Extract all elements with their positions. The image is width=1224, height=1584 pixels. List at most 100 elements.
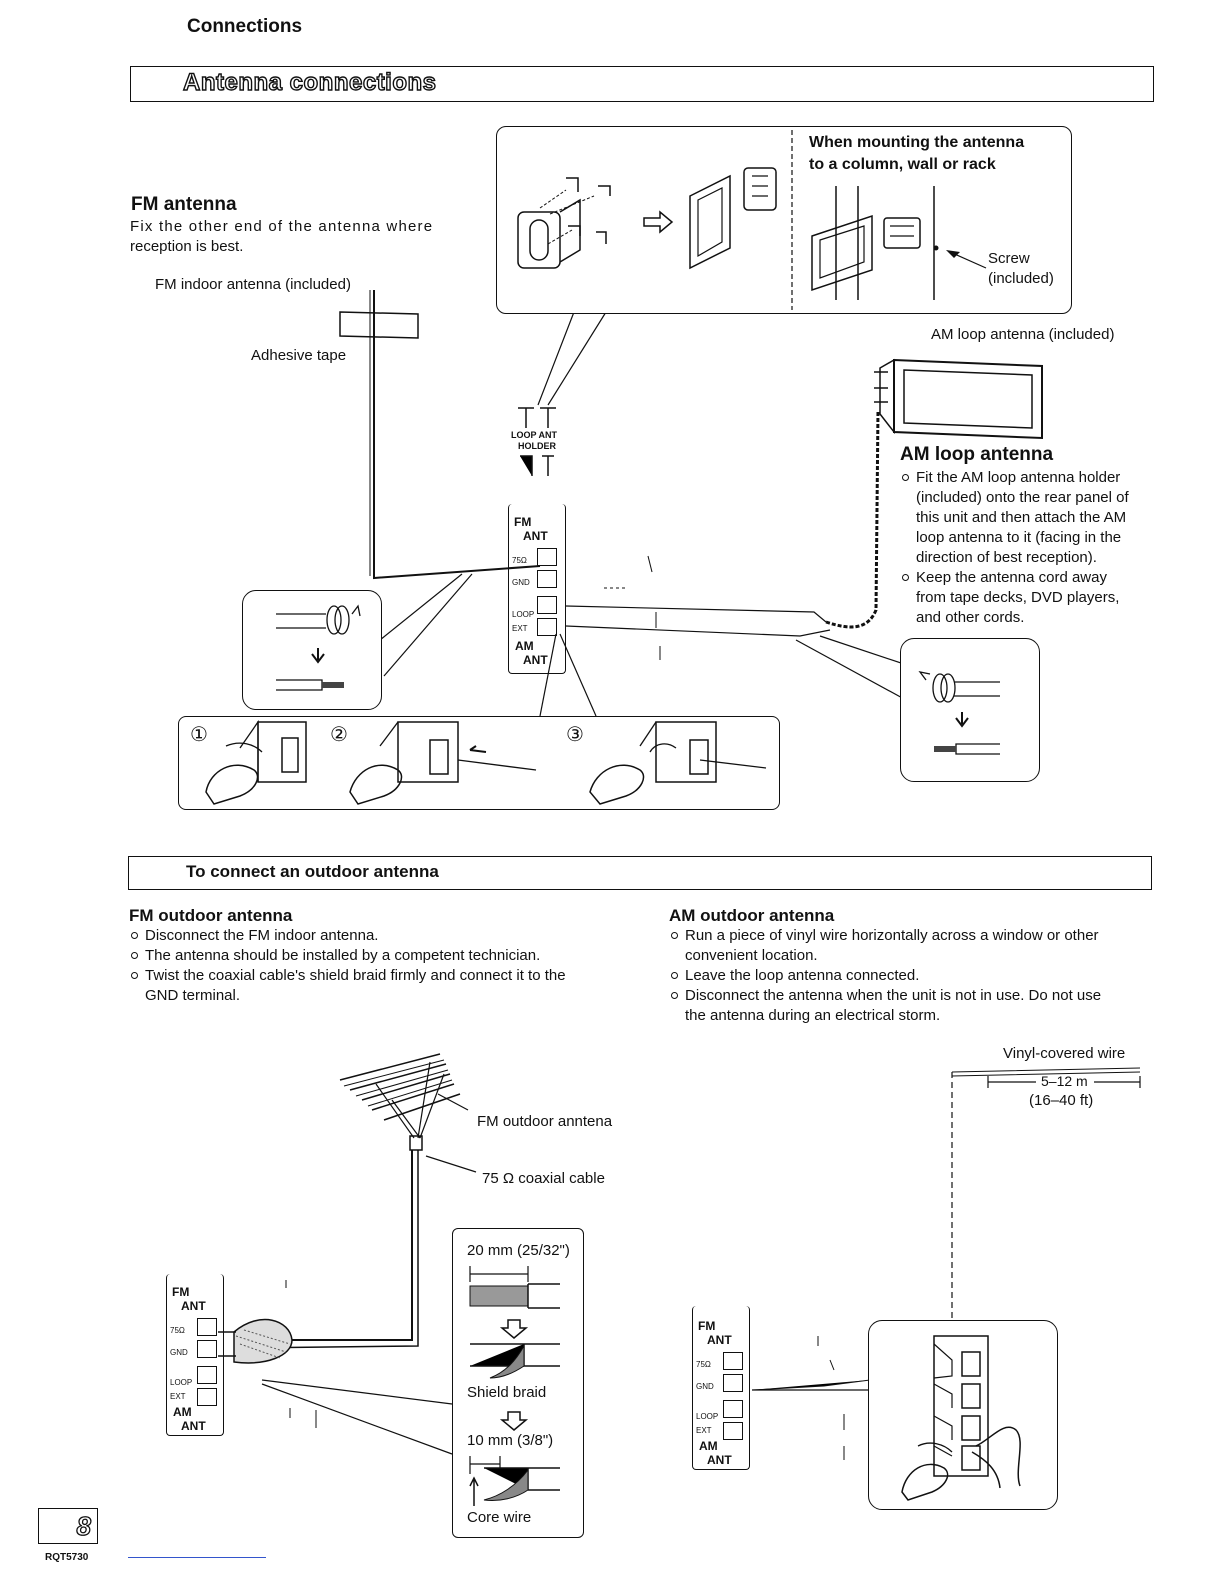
terminal-am-outdoor-75ohm-label: 75Ω: [696, 1360, 711, 1369]
terminal-loop-label: LOOP: [512, 610, 535, 619]
fm-outdoor-bullet-3: Twist the coaxial cable's shield braid f…: [129, 966, 629, 1006]
mounting-title-line2: to a column, wall or rack: [809, 156, 996, 173]
terminal-ext-label: EXT: [512, 624, 528, 633]
terminal-fm-outdoor-am-ant-label: ANT: [181, 1419, 206, 1433]
terminal-am-outdoor-gnd-label: GND: [696, 1382, 714, 1391]
terminal-fm-outdoor-ext-clip[interactable]: [197, 1388, 217, 1406]
terminal-am-outdoor-gnd-clip[interactable]: [723, 1374, 743, 1392]
am-loop-bullet-2-line3: and other cords.: [916, 609, 1025, 626]
am-loop-included-label: AM loop antenna (included): [931, 326, 1115, 343]
terminal-75ohm-label: 75Ω: [512, 556, 527, 565]
fm-outdoor-bullet-2-line1: The antenna should be installed by a com…: [145, 947, 541, 964]
terminal-am-ant-label: ANT: [523, 653, 548, 667]
terminal-fm-outdoor-75ohm-label: 75Ω: [170, 1326, 185, 1335]
terminal-am-label: AM: [515, 639, 534, 653]
fm-indoor-antenna-label: FM indoor antenna (included): [155, 276, 351, 293]
terminal-block-main: FM ANT 75Ω GND LOOP EXT AM ANT: [508, 504, 566, 674]
terminal-fm-outdoor-loop-label: LOOP: [170, 1378, 193, 1387]
fm-antenna-desc-line1: Fix the other end of the antenna where: [130, 218, 434, 235]
vinyl-wire-label: Vinyl-covered wire: [1003, 1045, 1126, 1062]
shield-braid-label: Shield braid: [467, 1384, 547, 1401]
am-outdoor-bullet-1-line2: convenient location.: [685, 947, 818, 964]
terminal-fm-outdoor-am-label: AM: [173, 1405, 192, 1419]
am-loop-bullet-1-line5: direction of best reception).: [916, 549, 1097, 566]
terminal-am-outdoor-am-label: AM: [699, 1439, 718, 1453]
terminal-am-outdoor-am-ant-label: ANT: [707, 1453, 732, 1467]
coaxial-cable-label: 75 Ω coaxial cable: [482, 1170, 605, 1187]
fm-outdoor-heading: FM outdoor antenna: [129, 906, 293, 925]
dimension-20mm-label: 20 mm (25/32"): [467, 1242, 570, 1259]
terminal-am-outdoor-ext-clip[interactable]: [723, 1422, 743, 1440]
am-outdoor-bullet-3-line2: the antenna during an electrical storm.: [685, 1007, 941, 1024]
am-loop-bullet-1-line4: loop antenna to it (facing in the: [916, 529, 1122, 546]
adhesive-tape-label: Adhesive tape: [251, 347, 347, 364]
terminal-fm-outdoor-ant-label: ANT: [181, 1299, 206, 1313]
terminal-am-outdoor-75ohm-clip[interactable]: [723, 1352, 743, 1370]
am-outdoor-bullet-1-line1: Run a piece of vinyl wire horizontally a…: [685, 927, 1099, 944]
model-number: RQT5730: [45, 1552, 89, 1563]
loop-ant-holder-label-line1: LOOP ANT: [511, 430, 558, 440]
terminal-am-outdoor-ext-label: EXT: [696, 1426, 712, 1435]
section-outdoor-antenna-bar: To connect an outdoor antenna: [128, 856, 1152, 890]
terminal-am-outdoor-loop-label: LOOP: [696, 1412, 719, 1421]
step-3-number: ③: [566, 724, 584, 746]
section-antenna-connections-bar: Antenna connections: [130, 66, 1154, 102]
terminal-ext-clip[interactable]: [537, 618, 557, 636]
fm-antenna-desc-line2: reception is best.: [130, 238, 244, 255]
terminal-block-am-outdoor: FM ANT 75Ω GND LOOP EXT AM ANT: [692, 1306, 750, 1470]
am-loop-bullet-2: Keep the antenna cord away from tape dec…: [900, 568, 1160, 628]
terminal-loop-clip[interactable]: [537, 596, 557, 614]
terminal-gnd-clip[interactable]: [537, 570, 557, 588]
fm-outdoor-bullet-2: The antenna should be installed by a com…: [129, 946, 629, 966]
am-loop-bullet-2-line1: Keep the antenna cord away: [916, 569, 1107, 586]
fm-outdoor-bullet-1-line1: Disconnect the FM indoor antenna.: [145, 927, 379, 944]
am-outdoor-bullet-1: Run a piece of vinyl wire horizontally a…: [669, 926, 1159, 966]
fm-outdoor-bullets: Disconnect the FM indoor antenna. The an…: [129, 926, 629, 1006]
terminal-ant-label: ANT: [523, 529, 548, 543]
loop-ant-holder-label-line2: HOLDER: [518, 441, 556, 451]
terminal-fm-label: FM: [514, 515, 532, 529]
terminal-fm-outdoor-gnd-clip[interactable]: [197, 1340, 217, 1358]
am-loop-bullet-2-line2: from tape decks, DVD players,: [916, 589, 1120, 606]
fm-outdoor-antenna-label: FM outdoor anntena: [477, 1113, 613, 1130]
fm-antenna-heading: FM antenna: [131, 194, 237, 215]
terminal-block-fm-outdoor: FM ANT 75Ω GND LOOP EXT AM ANT: [166, 1274, 224, 1436]
terminal-am-outdoor-loop-clip[interactable]: [723, 1400, 743, 1418]
page-number-box: 8: [38, 1508, 98, 1544]
terminal-am-outdoor-fm-label: FM: [698, 1319, 716, 1333]
terminal-gnd-label: GND: [512, 578, 530, 587]
am-loop-bullets: Fit the AM loop antenna holder (included…: [900, 468, 1160, 628]
terminal-am-outdoor-ant-label: ANT: [707, 1333, 732, 1347]
length-ft-label: (16–40 ft): [1029, 1092, 1094, 1109]
fm-outdoor-bullet-1: Disconnect the FM indoor antenna.: [129, 926, 629, 946]
page-number: 8: [76, 1510, 92, 1541]
screw-label: Screw: [988, 250, 1030, 267]
terminal-fm-outdoor-75ohm-clip[interactable]: [197, 1318, 217, 1336]
terminal-fm-outdoor-fm-label: FM: [172, 1285, 190, 1299]
mounting-instructions-panel: [496, 126, 1072, 314]
terminal-75ohm-clip[interactable]: [537, 548, 557, 566]
footer-rule: [128, 1557, 266, 1558]
screw-included-label: (included): [988, 270, 1054, 287]
section-antenna-connections-title: Antenna connections: [182, 68, 437, 96]
terminal-fm-outdoor-loop-clip[interactable]: [197, 1366, 217, 1384]
am-loop-bullet-1: Fit the AM loop antenna holder (included…: [900, 468, 1160, 568]
section-outdoor-antenna-title: To connect an outdoor antenna: [186, 862, 439, 881]
am-loop-bullet-1-line2: (included) onto the rear panel of: [916, 489, 1129, 506]
am-loop-heading: AM loop antenna: [900, 444, 1054, 465]
am-loop-bullet-1-line3: this unit and then attach the AM: [916, 509, 1127, 526]
terminal-fm-outdoor-gnd-label: GND: [170, 1348, 188, 1357]
am-outdoor-bullet-3: Disconnect the antenna when the unit is …: [669, 986, 1159, 1026]
step-1-number: ①: [190, 724, 208, 746]
am-outdoor-bullet-3-line1: Disconnect the antenna when the unit is …: [685, 987, 1102, 1004]
am-wire-twist-detail: [900, 638, 1040, 782]
am-outdoor-bullet-2: Leave the loop antenna connected.: [669, 966, 1159, 986]
